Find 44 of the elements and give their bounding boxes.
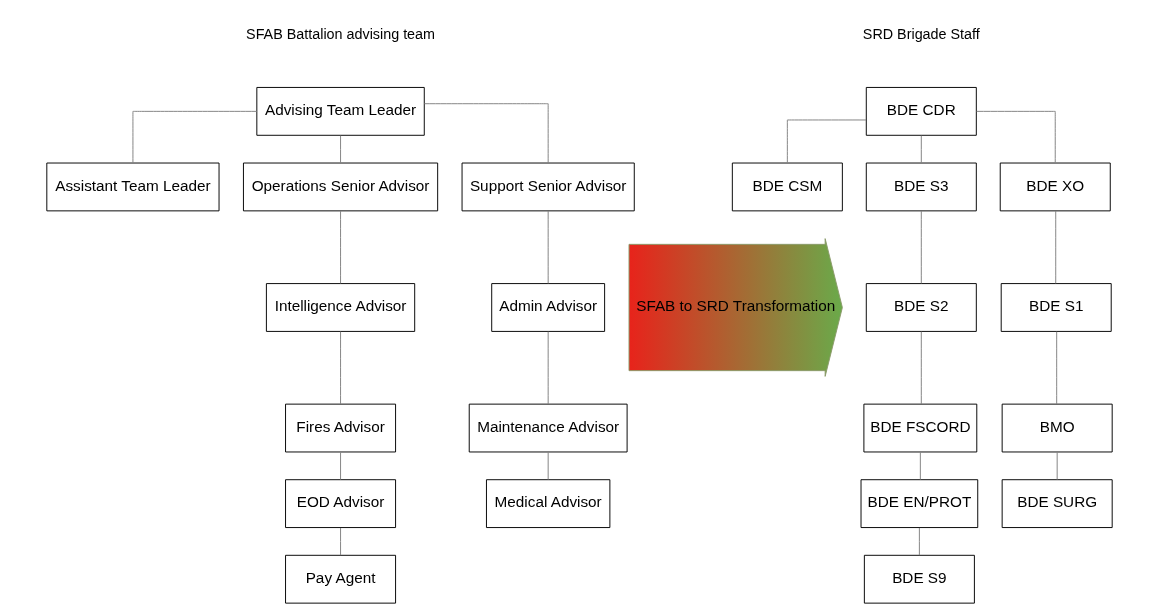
node-box: BDE FSCORD xyxy=(863,403,978,453)
label: SRD Brigade Staff xyxy=(862,26,980,43)
connector xyxy=(132,110,258,164)
node-box: EOD Advisor xyxy=(285,479,397,529)
node-box: Medical Advisor xyxy=(485,479,611,529)
node-box: BDE CSM xyxy=(731,162,843,212)
node-box: Maintenance Advisor xyxy=(468,403,628,453)
node-box: BDE SURG xyxy=(1001,479,1113,529)
connector xyxy=(340,331,342,405)
node-box: Admin Advisor xyxy=(491,283,606,332)
node-box: BDE S9 xyxy=(863,554,975,604)
node-box: Operations Senior Advisor xyxy=(242,162,439,212)
connector xyxy=(918,527,920,556)
connector xyxy=(786,119,867,164)
connector xyxy=(340,135,342,164)
connector xyxy=(340,451,342,481)
node-box: BDE S1 xyxy=(1000,283,1112,332)
connector xyxy=(920,331,922,405)
connector xyxy=(1055,210,1057,284)
node-box: Advising Team Leader xyxy=(256,86,425,136)
connector xyxy=(920,135,922,164)
connector xyxy=(340,527,342,556)
node-box: Intelligence Advisor xyxy=(265,283,416,332)
connector xyxy=(547,451,549,481)
connector xyxy=(920,210,922,284)
node-box: Fires Advisor xyxy=(285,403,397,453)
connector xyxy=(919,451,921,481)
label: SFAB Battalion advising team xyxy=(246,26,436,43)
connector xyxy=(976,110,1056,164)
connector xyxy=(547,210,549,284)
node-box: BMO xyxy=(1001,403,1113,453)
connector xyxy=(423,103,549,164)
node-box: BDE CDR xyxy=(865,86,977,136)
node-box: BDE S3 xyxy=(865,162,977,212)
node-box: BDE XO xyxy=(999,162,1111,212)
connector xyxy=(547,331,549,405)
connector xyxy=(1056,451,1058,481)
connector xyxy=(1056,331,1058,405)
connector xyxy=(340,210,342,284)
node-box: Support Senior Advisor xyxy=(461,162,635,212)
node-box: Pay Agent xyxy=(285,554,397,604)
node-box: Assistant Team Leader xyxy=(46,162,220,212)
node-box: BDE EN/PROT xyxy=(860,479,979,529)
node-box: BDE S2 xyxy=(865,283,977,332)
